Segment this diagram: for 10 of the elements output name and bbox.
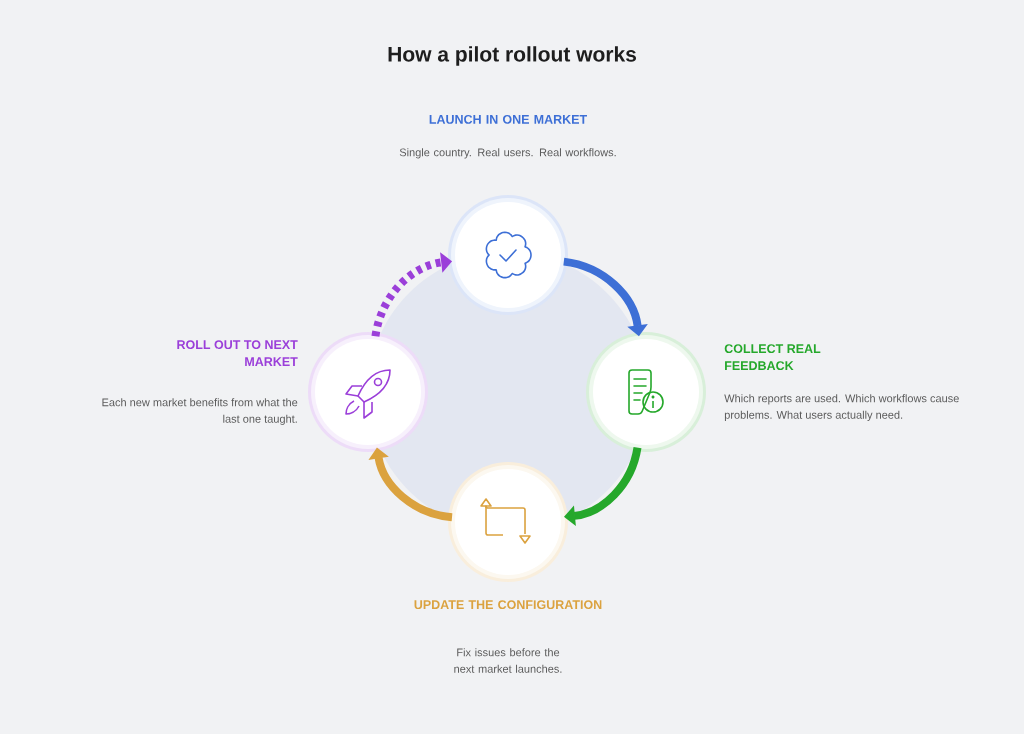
step-heading: LAUNCH IN ONE MARKET <box>429 114 587 124</box>
step-heading: COLLECT REAL FEEDBACK <box>724 344 821 371</box>
step-description: Each new market benefits from what the last one taught. <box>102 398 298 425</box>
step-heading: ROLL OUT TO NEXT MARKET <box>177 340 298 366</box>
step-heading: UPDATE THE CONFIGURATION <box>414 600 602 610</box>
step-description: Single country. Real users. Real workflows. <box>399 148 616 159</box>
title: How a pilot rollout works <box>388 46 636 66</box>
arrow <box>564 446 642 527</box>
step-description: Which reports are used. Which workflows cause problems. What users actually need. <box>724 394 959 421</box>
step-description: Fix issues before the next market launches. <box>454 648 562 673</box>
